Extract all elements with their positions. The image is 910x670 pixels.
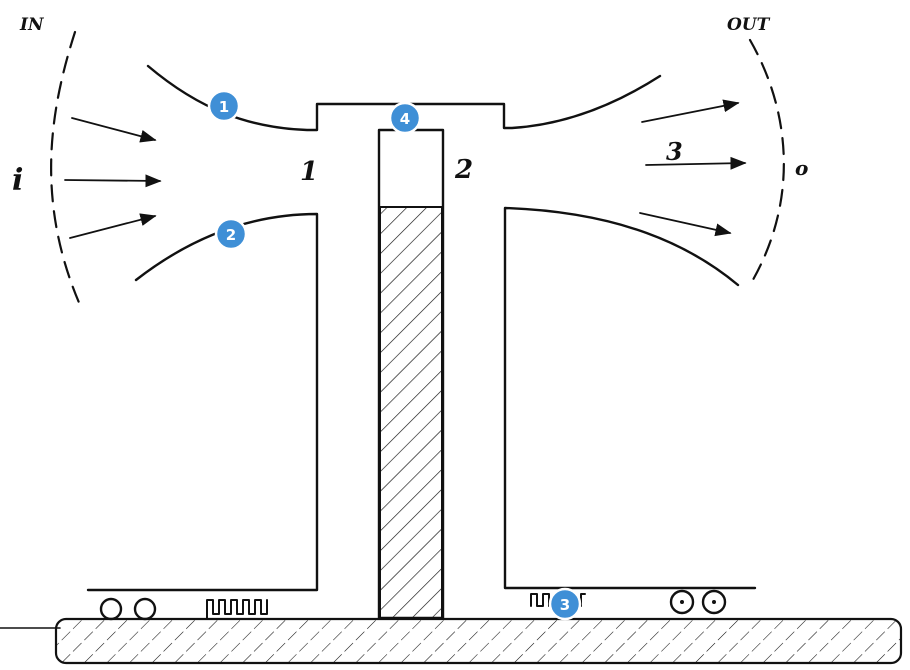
left-spring <box>206 599 268 619</box>
callout-2: 2 <box>214 217 248 251</box>
outlet-arrow-middle <box>645 156 747 170</box>
callout-3: 3 <box>548 587 582 621</box>
section-2-label: 2 <box>454 155 473 185</box>
right-roller-1-hub <box>680 600 684 604</box>
inlet-arrow-top <box>71 117 157 143</box>
outlet-label: o <box>795 156 808 180</box>
outlet-arrow-top <box>641 99 740 123</box>
right-roller-1 <box>669 589 695 615</box>
inlet-label: i <box>12 163 23 198</box>
upper-wall <box>146 64 662 132</box>
lower-wall-right <box>503 206 757 590</box>
in-label: IN <box>19 15 45 35</box>
right-roller-2 <box>701 589 727 615</box>
ground-base <box>54 617 903 665</box>
liquid-column <box>379 206 443 619</box>
inlet-boundary <box>50 30 82 307</box>
section-3-label: 3 <box>666 137 683 166</box>
svg-text:1: 1 <box>219 98 229 116</box>
callout-4: 4 <box>388 101 422 135</box>
svg-text:2: 2 <box>226 226 236 244</box>
svg-text:3: 3 <box>560 596 570 614</box>
callout-1: 1 <box>207 89 241 123</box>
lower-wall-left <box>86 212 319 592</box>
inlet-arrow-bottom <box>69 213 157 239</box>
outlet-arrow-bottom <box>639 212 732 237</box>
section-1-label: 1 <box>300 157 318 187</box>
left-roller-1 <box>99 597 123 621</box>
left-roller-2 <box>133 597 157 621</box>
svg-text:4: 4 <box>400 110 410 128</box>
out-label: OUT <box>727 15 771 35</box>
outlet-boundary <box>748 38 785 287</box>
inlet-arrow-middle <box>64 174 162 188</box>
right-roller-2-hub <box>712 600 716 604</box>
